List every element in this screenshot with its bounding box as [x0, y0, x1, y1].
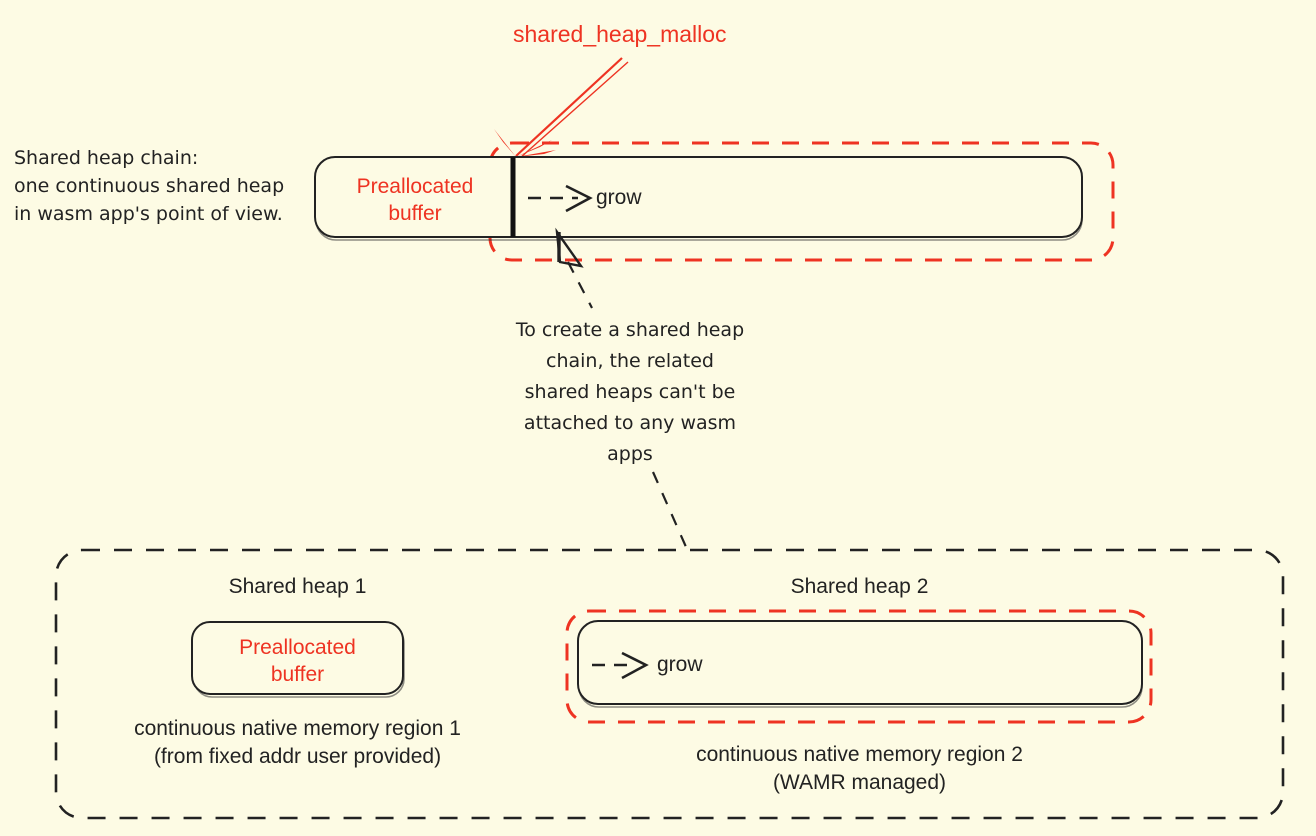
- heap2-red-dashed-region: [565, 609, 1153, 724]
- heap2-grow-arrow-icon: [592, 651, 649, 680]
- left-caption-line-2: one continuous shared heap: [14, 175, 285, 197]
- annotation-line-4: attached to any wasm: [523, 412, 737, 434]
- shared-heap-malloc-label: shared_heap_malloc: [513, 21, 727, 47]
- heap1-title: Shared heap 1: [228, 575, 367, 598]
- annotation-line-2: chain, the related: [546, 350, 714, 372]
- top-heap-box-shadow: [315, 159, 1083, 241]
- shared-heap-malloc-arrow-icon: [494, 57, 629, 159]
- heap1-caption-line-1: continuous native memory region 1: [134, 717, 461, 740]
- heap1-buffer-label-line-2: buffer: [270, 663, 325, 686]
- annotation-line-3: shared heaps can't be: [524, 381, 736, 403]
- annotation-line-5: apps: [607, 443, 653, 465]
- left-caption-line-1: Shared heap chain:: [14, 147, 199, 169]
- top-red-dashed-region: [488, 141, 1115, 262]
- top-preallocated-buffer-label-line-2: buffer: [388, 202, 442, 225]
- heap2-title: Shared heap 2: [790, 575, 929, 598]
- left-caption-line-3: in wasm app's point of view.: [14, 203, 283, 225]
- heap1-caption-line-2: (from fixed addr user provided): [153, 745, 442, 768]
- top-preallocated-buffer-label-line-1: Preallocated: [356, 175, 474, 198]
- top-grow-label: grow: [596, 186, 642, 209]
- annotation-to-container-connector: [651, 471, 692, 557]
- annotation-line-1: To create a shared heap: [515, 319, 745, 341]
- heap1-buffer-label-line-1: Preallocated: [239, 636, 356, 659]
- top-grow-arrow-icon: [528, 184, 593, 213]
- heap2-grow-label: grow: [657, 653, 703, 676]
- annotation-callout-arrow-icon: [555, 227, 593, 309]
- heap2-caption-line-1: continuous native memory region 2: [696, 743, 1023, 766]
- heap2-caption-line-2: (WAMR managed): [772, 771, 947, 794]
